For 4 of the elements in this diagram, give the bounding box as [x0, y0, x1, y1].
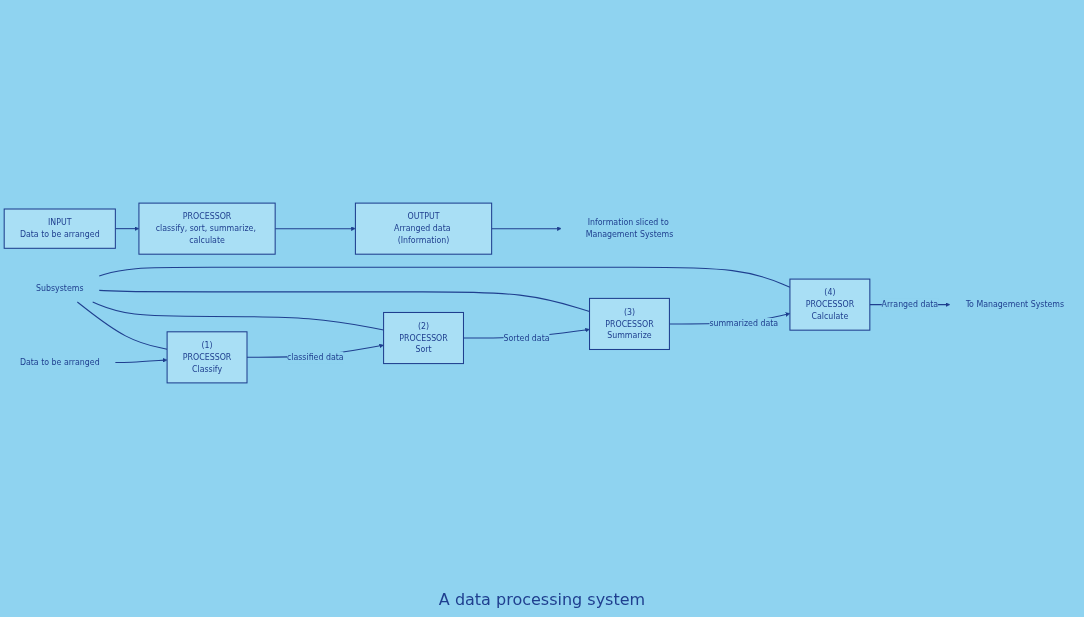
caption: A data processing system	[438, 589, 646, 611]
connector	[76, 301, 168, 350]
arrow	[114, 357, 168, 364]
arrow	[491, 226, 562, 231]
